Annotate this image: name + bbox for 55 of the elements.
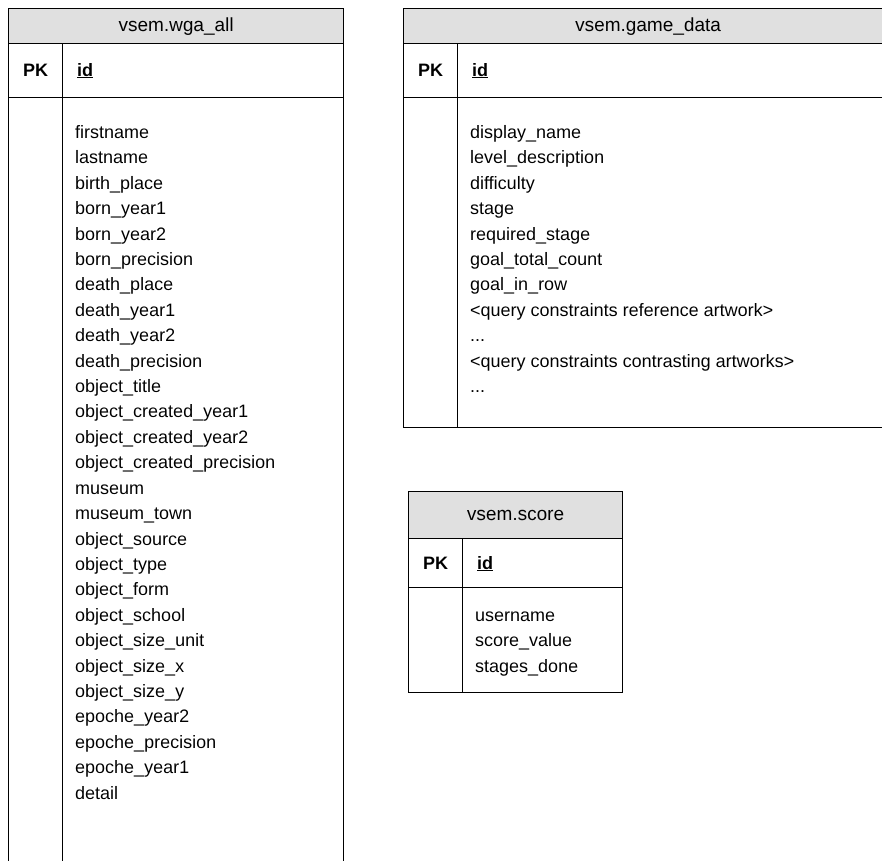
column-name: stage	[470, 197, 514, 220]
column-name: stages_done	[475, 654, 578, 678]
column-name: object_school	[75, 604, 186, 627]
key-label: PK	[422, 552, 448, 574]
key-row	[404, 44, 882, 98]
column-name: object_size_x	[75, 654, 184, 678]
column-name: required_stage	[470, 222, 590, 246]
column-name: firstname	[75, 121, 150, 144]
column-name: <query constraints reference artwork>	[470, 298, 774, 322]
column-name: ...	[470, 324, 486, 348]
column-name: id	[77, 60, 93, 81]
column-name: death_year2	[75, 324, 176, 348]
column-name: lastname	[75, 146, 148, 170]
column-name: epoche_year1	[75, 756, 190, 780]
column-name: difficulty	[470, 172, 535, 195]
key-label: PK	[418, 60, 443, 81]
key-row	[409, 539, 622, 588]
column-name: born_year2	[75, 222, 166, 246]
column-name: object_created_year2	[75, 426, 248, 449]
column-name: death_year1	[75, 298, 176, 322]
column-name: epoche_year2	[75, 705, 190, 728]
table	[403, 8, 882, 428]
column-name: epoche_precision	[75, 730, 216, 754]
column-name: object_size_y	[75, 680, 184, 703]
column-name: display_name	[470, 121, 582, 144]
column-name: detail	[75, 782, 118, 805]
column-name: object_type	[75, 552, 168, 576]
column-name: museum	[75, 476, 144, 500]
table-title: vsem.wga_all	[118, 15, 234, 37]
key-row	[9, 44, 343, 98]
key-label: PK	[22, 60, 48, 81]
column-name: object_size_unit	[75, 629, 204, 652]
column-name: object_created_year1	[75, 400, 248, 424]
column-name: id	[472, 60, 488, 81]
column-name: death_place	[75, 273, 174, 296]
column-name: object_source	[75, 528, 188, 551]
column-name: level_description	[470, 146, 604, 170]
column-name: museum_town	[75, 502, 192, 526]
column-name: <query constraints contrasting artworks>	[470, 350, 794, 373]
table-title: vsem.score	[466, 504, 564, 526]
column-name: object_title	[75, 375, 162, 398]
table	[408, 491, 623, 693]
table-title: vsem.game_data	[575, 15, 721, 37]
column-name: object_form	[75, 578, 170, 602]
column-name: born_precision	[75, 248, 194, 272]
column-name: id	[477, 552, 493, 574]
column-name: born_year1	[75, 197, 166, 220]
column-name: birth_place	[75, 172, 164, 195]
column-name: goal_in_row	[470, 273, 568, 296]
column-name: goal_total_count	[470, 248, 602, 272]
column-name: object_created_precision	[75, 451, 276, 474]
column-name: death_precision	[75, 350, 202, 373]
column-name: ...	[470, 375, 486, 398]
column-name: username	[475, 604, 556, 627]
column-name: score_value	[475, 629, 572, 652]
